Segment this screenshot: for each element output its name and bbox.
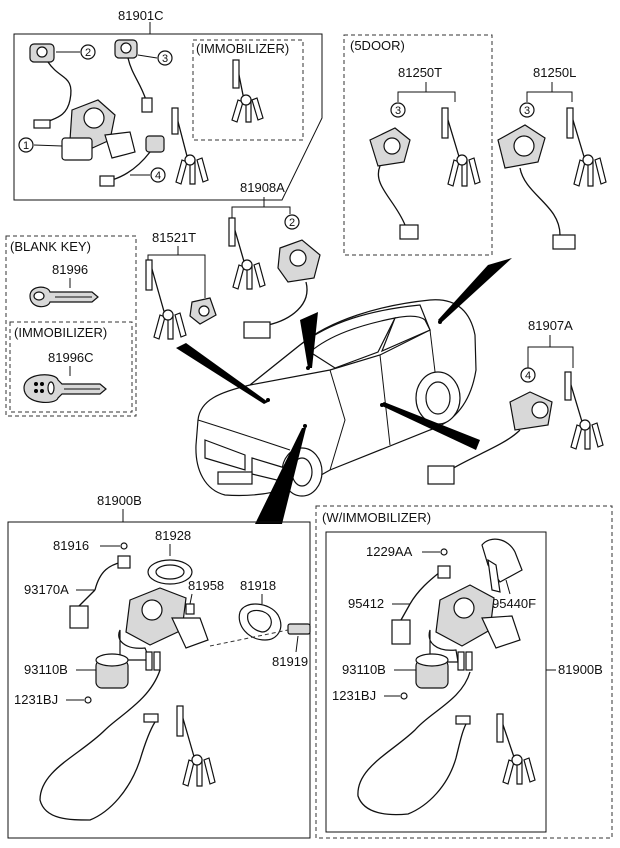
callout-3-a-text: 3 xyxy=(162,53,168,65)
assembly-5door: (5DOOR) 81250T 3 81250L 3 xyxy=(343,34,607,256)
label-81919: 81919 xyxy=(272,654,308,669)
bracket-icon xyxy=(145,651,161,671)
label-1231BJ-left: 1231BJ xyxy=(14,692,58,707)
ignition-switch-icon xyxy=(61,99,136,161)
key-icon xyxy=(23,374,107,403)
callout-2-b-text: 2 xyxy=(289,217,295,229)
label-blank-key: (BLANK KEY) xyxy=(10,239,91,254)
ignition-switch-icon xyxy=(118,587,209,661)
label-81996C: 81996C xyxy=(48,350,94,365)
callout-1-text: 1 xyxy=(23,140,29,152)
label-81916: 81916 xyxy=(53,538,89,553)
box-immobilizer-key-outline xyxy=(9,321,133,413)
label-immobilizer-81901C: (IMMOBILIZER) xyxy=(196,41,289,56)
label-w-immobilizer: (W/IMMOBILIZER) xyxy=(322,510,431,525)
label-81250L: 81250L xyxy=(533,65,576,80)
box-w-immobilizer-inner xyxy=(325,531,547,833)
label-93110B-left: 93110B xyxy=(24,662,68,677)
label-93110B-right: 93110B xyxy=(342,662,386,677)
callout-4-a xyxy=(150,167,166,183)
label-81900B-left: 81900B xyxy=(97,493,142,508)
label-immobilizer-key: (IMMOBILIZER) xyxy=(14,325,107,340)
key-ring-icon xyxy=(171,107,209,185)
key-ring-icon xyxy=(564,371,604,450)
connector-icon xyxy=(427,465,455,485)
callout-4-a-text: 4 xyxy=(155,170,161,182)
callout-1 xyxy=(18,137,34,153)
label-81908A: 81908A xyxy=(240,180,285,195)
label-81900B-right: 81900B xyxy=(558,662,603,677)
assembly-blank-key: (BLANK KEY) 81996 (IMMOBILIZER) 81996C xyxy=(5,235,137,417)
assembly-81901C: 81901C (IMMOBILIZER) 2 3 1 xyxy=(13,8,323,201)
label-81918: 81918 xyxy=(240,578,276,593)
assembly-81900B-left: 81900B 81916 81928 93170A 81958 93110B xyxy=(7,493,311,839)
label-81901C: 81901C xyxy=(118,8,164,23)
key-ring-icon xyxy=(441,107,481,187)
callout-3-b xyxy=(390,102,406,118)
callout-3-c xyxy=(519,102,535,118)
key-ring-icon xyxy=(566,107,607,187)
connector-icon xyxy=(69,605,89,629)
callout-2-a-text: 2 xyxy=(85,47,91,59)
label-1229AA: 1229AA xyxy=(366,544,413,559)
callout-3-c-text: 3 xyxy=(524,105,530,117)
assembly-81907A: 81907A 4 xyxy=(427,318,604,485)
lock-cylinder-icon xyxy=(99,135,165,187)
box-81901C-outline xyxy=(13,33,323,201)
lock-cylinder-icon xyxy=(189,297,217,325)
leader-wedge-5door xyxy=(438,258,512,322)
box-w-immobilizer-outline xyxy=(315,505,613,839)
ignition-switch-icon xyxy=(243,239,321,339)
lock-cylinder-icon xyxy=(95,653,129,689)
box-blank-key-outline xyxy=(5,235,137,417)
key-ring-icon xyxy=(176,705,216,787)
leader-wedge-81907A xyxy=(380,402,480,450)
label-81521T: 81521T xyxy=(152,230,196,245)
car-sedan-icon xyxy=(195,299,477,497)
label-81928: 81928 xyxy=(155,528,191,543)
lock-cylinder-icon xyxy=(415,653,449,689)
key-ring-icon xyxy=(496,713,536,785)
connector-icon xyxy=(391,619,411,645)
leader-wedge-81900B xyxy=(255,428,306,524)
bracket-icon xyxy=(481,538,523,593)
label-5door: (5DOOR) xyxy=(350,38,405,53)
assembly-81918-81919: 81918 81919 xyxy=(209,578,311,669)
lock-cylinder-icon xyxy=(427,391,553,485)
assembly-81908A: 81908A 2 xyxy=(228,180,321,339)
leader-wedge-blank-key xyxy=(176,343,268,404)
label-81250T: 81250T xyxy=(398,65,442,80)
assembly-81521T: 81521T xyxy=(145,230,217,340)
lock-cylinder-icon xyxy=(29,43,72,129)
key-icon xyxy=(29,286,99,308)
assembly-w-immobilizer: (W/IMMOBILIZER) 1229AA 95440F 95412 9311… xyxy=(315,505,613,839)
callout-3-a xyxy=(157,50,173,66)
box-81900B-left-outline xyxy=(7,521,311,839)
callout-3-b-text: 3 xyxy=(395,105,401,117)
callout-4-b xyxy=(520,367,536,383)
bracket-icon xyxy=(238,603,282,641)
label-95440F: 95440F xyxy=(492,596,536,611)
box-5door-outline xyxy=(343,34,493,256)
key-ring-icon xyxy=(228,217,266,290)
label-95412: 95412 xyxy=(348,596,384,611)
bracket-icon xyxy=(457,651,473,671)
callout-4-b-text: 4 xyxy=(525,370,531,382)
key-ring-icon xyxy=(231,59,264,123)
lock-cylinder-icon xyxy=(369,127,419,240)
lock-cylinder-icon xyxy=(287,623,311,635)
label-1231BJ-right: 1231BJ xyxy=(332,688,376,703)
label-81958: 81958 xyxy=(188,578,224,593)
callout-2-b xyxy=(284,214,300,230)
label-81996: 81996 xyxy=(52,262,88,277)
bracket-icon xyxy=(147,559,193,585)
label-81907A: 81907A xyxy=(528,318,573,333)
label-93170A: 93170A xyxy=(24,582,69,597)
leader-wedge-81521T xyxy=(300,312,318,368)
lock-cylinder-icon xyxy=(497,124,576,250)
key-ring-icon xyxy=(145,259,187,340)
lock-cylinder-icon xyxy=(114,39,153,113)
callout-2-a xyxy=(80,44,96,60)
